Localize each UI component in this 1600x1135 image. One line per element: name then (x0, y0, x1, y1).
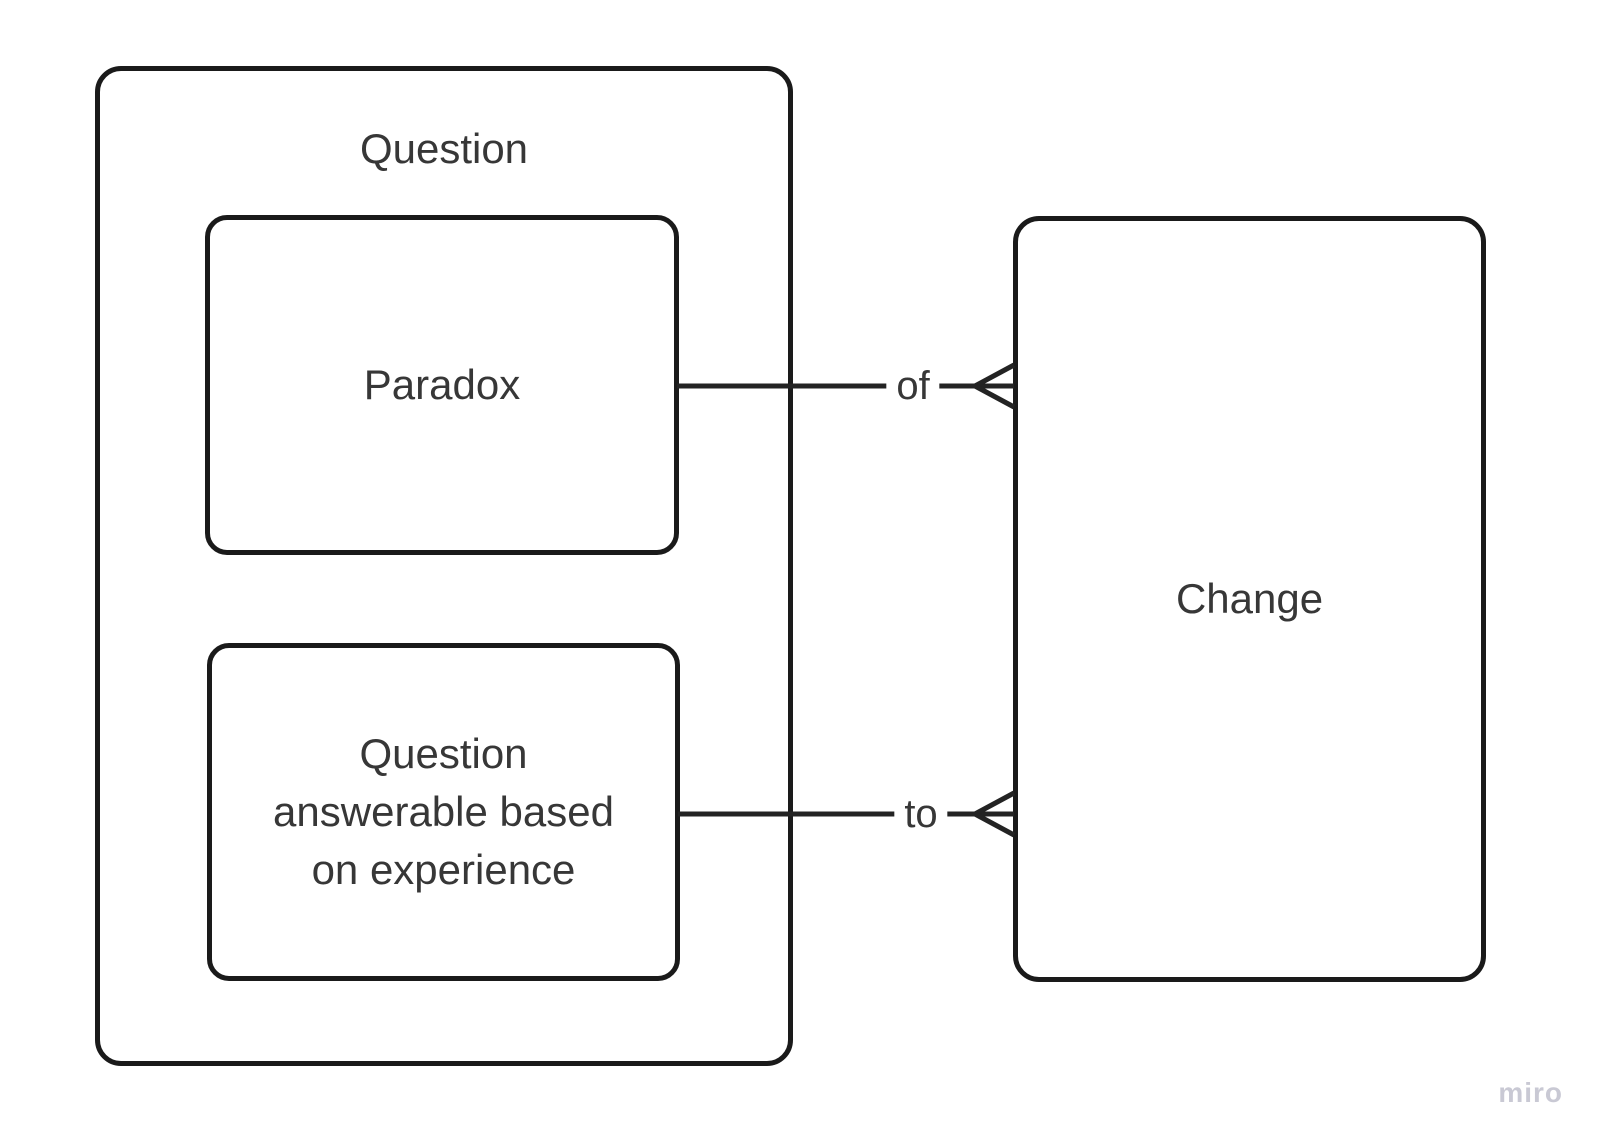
miro-watermark: miro (1498, 1077, 1563, 1108)
crow-foot-icon (973, 362, 1016, 410)
experience-question-node-label: Question answerable based on experience (273, 730, 614, 893)
change-node-label: Change (1175, 575, 1324, 622)
paradox-node-label: Paradox (363, 361, 521, 408)
paradox-node[interactable]: Paradox (205, 215, 679, 555)
question-frame-label: Question (359, 125, 529, 172)
connector-label-of[interactable]: of (886, 362, 940, 410)
change-node[interactable]: Change (1013, 216, 1486, 982)
connector-label-to[interactable]: to (894, 790, 948, 838)
experience-question-node[interactable]: Question answerable based on experience (207, 643, 680, 981)
crow-foot-icon (973, 790, 1016, 838)
